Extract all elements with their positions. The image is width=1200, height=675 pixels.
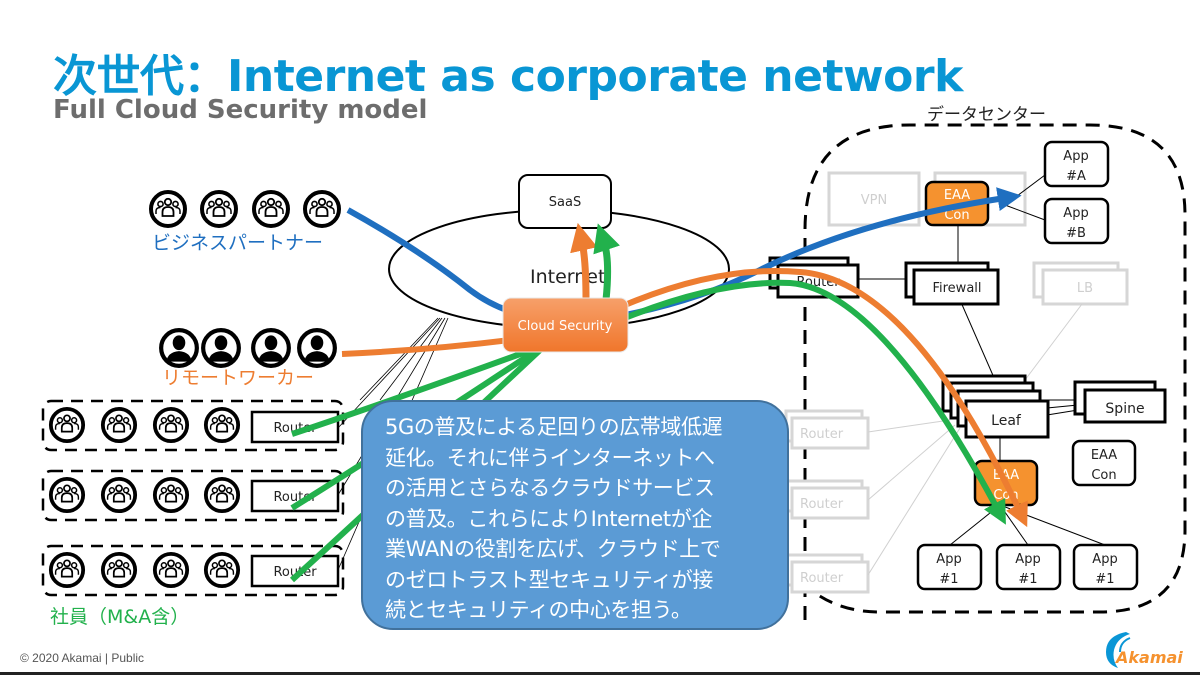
lb-node: LB [1032,261,1129,306]
svg-text:#A: #A [1066,169,1086,184]
legacy-router-label: Router [800,427,844,442]
svg-text:Spine: Spine [1105,401,1144,417]
firewall-node[interactable]: Firewall [904,261,1000,306]
remote-group [161,330,335,366]
callout-line: 業WANの役割を広げ、クラウド上で [385,537,721,561]
datacenter-boundary [803,123,1187,620]
partner-icon [149,190,187,228]
partner-group [149,190,341,228]
svg-text:Con: Con [1091,468,1116,483]
partner-icon [303,190,341,228]
callout-line: の活用とさらなるクラウドサービス [385,476,715,500]
app-a-node[interactable]: App #A [1043,140,1110,188]
cloud-security-label: Cloud Security [518,319,613,334]
spine-node[interactable]: Spine [1073,380,1167,424]
callout-line: 5Gの普及による足回りの広帯域低遅 [385,415,723,439]
remote-label: リモートワーカー [162,367,314,389]
app-1-node[interactable]: App #1 [1072,543,1139,591]
legacy-router-label: Router [800,571,844,586]
footer-copyright: © 2020 Akamai | Public [20,651,145,665]
akamai-logo-text: Akamai [1114,648,1183,667]
leaf-node[interactable]: Leaf [941,374,1050,439]
svg-text:VPN: VPN [861,193,887,208]
svg-text:EAA: EAA [1091,448,1117,463]
legacy-links [867,303,1083,576]
svg-text:App: App [1092,552,1117,567]
svg-text:App: App [1063,149,1088,164]
remote-flow-saas [570,222,598,301]
partner-icon [200,190,238,228]
remote-worker-icon [203,330,239,366]
datacenter-label: データセンター [927,104,1046,125]
traffic-flows [289,187,1028,583]
svg-text:Leaf: Leaf [991,413,1022,429]
cloud-security-node[interactable]: Cloud Security [502,297,629,353]
app-b-node[interactable]: App #B [1043,197,1110,245]
callout-line: 続とセキュリティの中心を担う。 [385,598,692,622]
remote-flow [341,337,511,357]
eaa-connector-right[interactable]: EAA Con [1071,439,1137,487]
svg-text:#B: #B [1066,226,1086,241]
bottom-border [0,672,1200,675]
svg-text:#1: #1 [939,572,958,587]
employee-flow [291,342,547,437]
remote-worker-icon [253,330,289,366]
svg-text:#1: #1 [1018,572,1037,587]
slide-title: 次世代：Internet as corporate network [53,51,963,102]
svg-text:Con: Con [944,208,969,223]
slide-subtitle: Full Cloud Security model [53,95,428,125]
svg-text:#1: #1 [1095,572,1114,587]
explanation-callout: 5Gの普及による足回りの広帯域低遅 延化。それに伴うインターネットへ の活用とさ… [361,400,789,630]
callout-line: 延化。それに伴うインターネットへ [385,445,715,470]
employee-branch: Router [41,544,345,597]
employee-flow-dc [623,279,1006,525]
partner-label: ビジネスパートナー [152,232,323,254]
internet-label: Internet [530,266,605,288]
app-1-node[interactable]: App #1 [995,543,1062,591]
svg-text:App: App [1015,552,1040,567]
svg-text:EAA: EAA [944,188,970,203]
partner-icon [252,190,290,228]
saas-node[interactable]: SaaS [518,174,612,229]
svg-text:App: App [1063,206,1088,221]
legacy-router-label: Router [800,497,844,512]
vpn-node: VPN [827,171,921,227]
svg-text:App: App [936,552,961,567]
remote-flow-dc [623,267,1028,528]
remote-worker-icon [161,330,197,366]
svg-text:LB: LB [1077,281,1093,296]
employee-branch: Router [41,399,345,452]
callout-line: のゼロトラスト型セキュリティが接 [385,567,713,592]
svg-text:Firewall: Firewall [932,281,981,296]
saas-label: SaaS [549,195,581,210]
remote-worker-icon [299,330,335,366]
employee-label: 社員（M&A含） [50,606,189,628]
employee-flow-saas [593,223,620,301]
app-1-node[interactable]: App #1 [916,543,983,591]
akamai-logo: Akamai [1106,632,1183,668]
akamai-wave-icon [1106,632,1130,668]
callout-line: の普及。これらによりInternetが企 [385,506,712,531]
employee-branch: Router [41,469,345,522]
